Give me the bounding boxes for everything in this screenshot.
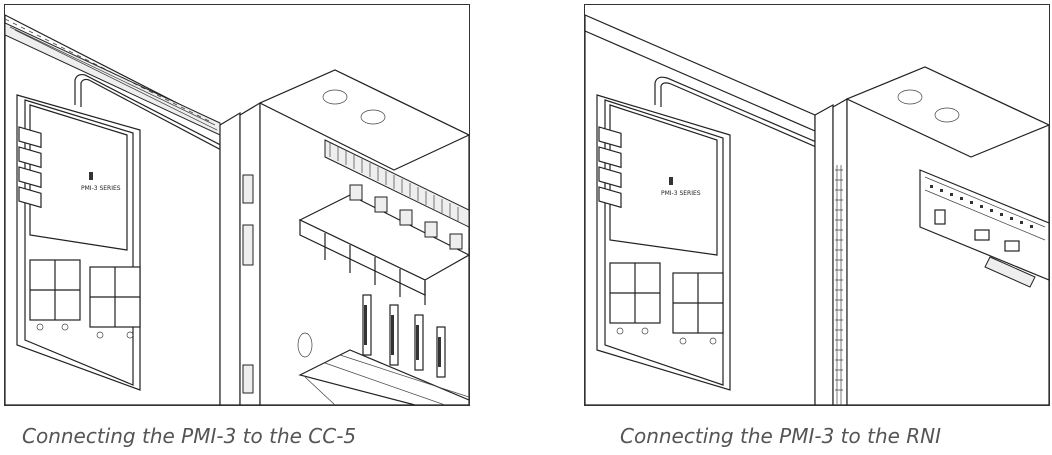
figure-pmi3-to-rni: PMI-3 SERIES — [584, 4, 1050, 406]
rail-teeth — [5, 18, 210, 122]
rni-connection-drawing: PMI-3 SERIES — [585, 14, 1049, 405]
cc5-lower-tray — [298, 349, 469, 405]
figure-pmi3-to-cc5: PMI-3 SERIES — [4, 4, 470, 406]
rni-board — [919, 169, 1049, 281]
pmi3-logo-text: PMI-3 SERIES — [661, 190, 701, 197]
door-edge — [814, 103, 834, 405]
cc5-connector-strip — [324, 139, 469, 228]
caption-rni: Connecting the PMI-3 to the RNI — [620, 424, 942, 448]
door-edge — [219, 111, 241, 405]
pmi3-grid — [609, 262, 724, 345]
caption-cc5: Connecting the PMI-3 to the CC-5 — [22, 424, 357, 448]
door-hinge — [835, 165, 843, 405]
pmi3-logo-text: PMI-3 SERIES — [81, 185, 121, 192]
cc5-connection-drawing: PMI-3 SERIES — [5, 14, 469, 405]
pmi3-grid — [29, 259, 141, 339]
rni-connector — [984, 256, 1036, 288]
cc5-card-cage — [298, 184, 469, 378]
